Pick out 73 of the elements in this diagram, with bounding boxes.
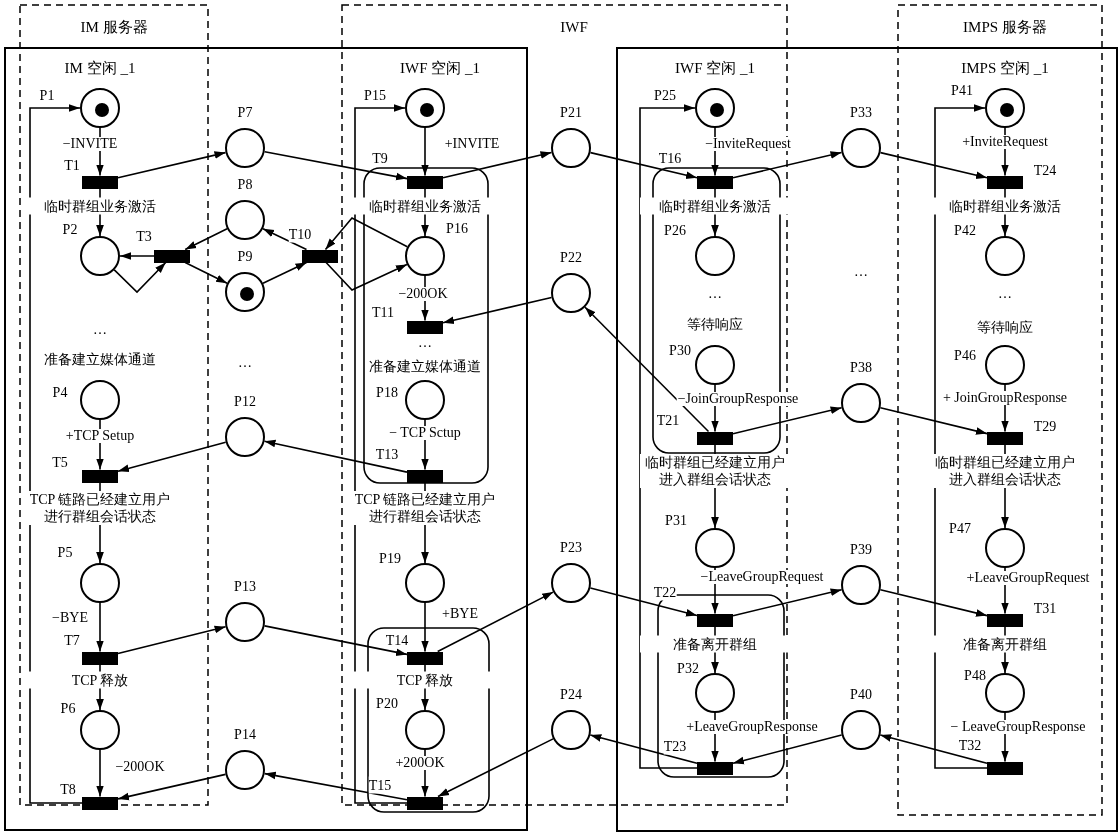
state-text: 准备离开群组: [640, 635, 790, 653]
transition-bar: [697, 613, 733, 627]
state-title: IMPS 空闲 _1: [961, 60, 1049, 76]
transition-bar: [987, 761, 1023, 775]
edge-label: +INVITE: [443, 137, 501, 151]
transition-bar: [82, 175, 118, 189]
state-title: IM 空闲 _1: [64, 60, 136, 76]
edge-label: −LeaveGroupRequest: [699, 570, 825, 584]
arc-arrow: [934, 104, 988, 769]
transition-bar: [697, 431, 733, 445]
arc-arrow: [732, 588, 843, 617]
edge-label: −200OK: [114, 760, 166, 774]
transition-bar: [407, 320, 443, 334]
state-title: IWF 空闲 _1: [675, 60, 755, 76]
state-text: 临时群组业务激活: [640, 197, 790, 215]
arc-arrow: [421, 127, 429, 177]
arc-arrow: [117, 151, 227, 179]
arc-arrow: [639, 104, 698, 769]
transition-bar: [987, 175, 1023, 189]
lane-title: IM 服务器: [80, 19, 148, 35]
state-title: IWF 空闲 _1: [400, 60, 480, 76]
transition-bar: [154, 249, 190, 263]
transition-bar: [407, 796, 443, 810]
arc-arrow: [262, 261, 308, 285]
arc-arrow: [117, 441, 227, 473]
arc-arrow: [732, 406, 843, 435]
transition-bar: [302, 249, 338, 263]
arc-arrow: [442, 296, 553, 325]
transition-bar: [82, 651, 118, 665]
state-note: 准备建立媒体通道: [44, 353, 156, 367]
edge-label: −JoinGroupResponse: [676, 392, 800, 406]
transition-bar: [697, 175, 733, 189]
arc-arrow: [96, 602, 104, 653]
edge-label: +LeaveGroupResponse: [685, 720, 819, 734]
arc-arrow: [29, 104, 83, 804]
state-note: 准备建立媒体通道: [369, 360, 481, 374]
edge-label: + JoinGroupResponse: [941, 391, 1069, 405]
state-note: 等待响应: [687, 318, 743, 332]
arc-arrow: [117, 625, 227, 655]
edge-label: −200OK: [397, 287, 449, 301]
arc-arrow: [117, 773, 227, 801]
arc-arrow: [96, 749, 104, 798]
edge-label: − TCP Sctup: [388, 426, 462, 440]
transition-bar: [987, 613, 1023, 627]
arc-arrow: [113, 261, 167, 294]
edge-label: −InviteRequest: [704, 137, 792, 151]
edge-label: −INVITE: [61, 137, 119, 151]
transition-bar: [407, 175, 443, 189]
edge-label: +InviteRequest: [961, 135, 1049, 149]
transition-label: T15: [368, 776, 392, 794]
edge-label: +TCP Setup: [64, 429, 136, 443]
transition-bar: [82, 796, 118, 810]
lane-title: IWF: [560, 19, 588, 35]
edge-label: +BYE: [441, 607, 479, 621]
transition-bar: [82, 469, 118, 483]
transition-bar: [697, 761, 733, 775]
arc-arrow: [421, 602, 429, 653]
edge-label: −BYE: [51, 611, 89, 625]
transition-bar: [987, 431, 1023, 445]
edge-label: +200OK: [394, 756, 446, 770]
arc-arrow: [442, 151, 553, 179]
arc-arrow: [119, 252, 155, 260]
arc-arrow: [354, 104, 408, 804]
edge-label: +LeaveGroupRequest: [965, 571, 1091, 585]
arc-arrow: [732, 151, 843, 179]
arc-arrow: [262, 227, 308, 251]
lane-title: IMPS 服务器: [963, 19, 1047, 35]
state-text: 临时群组已经建立用户进入群组会话状态: [640, 454, 790, 488]
arc-arrow: [584, 306, 710, 433]
transition-bar: [407, 651, 443, 665]
arc-arrow: [732, 734, 843, 765]
edge-label: − LeaveGroupResponse: [949, 720, 1087, 734]
transition-bar: [407, 469, 443, 483]
